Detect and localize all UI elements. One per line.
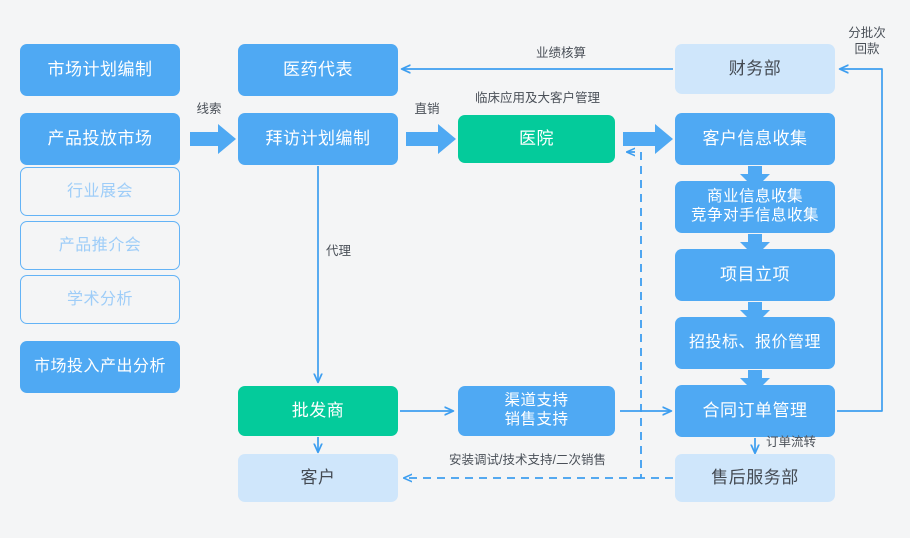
node-channel-support[interactable]: 渠道支持 销售支持 <box>458 386 615 436</box>
node-market-plan[interactable]: 市场计划编制 <box>20 44 180 96</box>
arrow-contract-to-finance-payment <box>837 69 883 412</box>
edge-label-clinical-application: 临床应用及大客户管理 <box>474 91 600 105</box>
node-visit-plan[interactable]: 拜访计划编制 <box>238 113 398 165</box>
edge-label-order-flow: 订单流转 <box>766 435 817 449</box>
node-customer[interactable]: 客户 <box>238 454 398 502</box>
arrow-hospital-to-custinfo <box>623 124 673 154</box>
node-product-promotion[interactable]: 产品推介会 <box>20 221 180 270</box>
node-project-setup[interactable]: 项目立项 <box>675 249 835 301</box>
edge-label-clue: 线索 <box>196 102 222 116</box>
node-business-info[interactable]: 商业信息收集 竞争对手信息收集 <box>675 181 835 233</box>
node-after-sales[interactable]: 售后服务部 <box>675 454 835 502</box>
edge-label-batch-payment: 分批次 回款 <box>848 26 886 57</box>
node-product-launch[interactable]: 产品投放市场 <box>20 113 180 165</box>
node-wholesaler[interactable]: 批发商 <box>238 386 398 436</box>
edge-label-agency: 代理 <box>326 244 352 258</box>
node-industry-expo[interactable]: 行业展会 <box>20 167 180 216</box>
arrow-product-to-visitplan <box>190 124 236 154</box>
edge-label-after-sales-service: 安装调试/技术支持/二次销售 <box>449 453 606 467</box>
node-finance-dept[interactable]: 财务部 <box>675 44 835 94</box>
node-medical-rep[interactable]: 医药代表 <box>238 44 398 96</box>
node-hospital[interactable]: 医院 <box>458 115 615 163</box>
node-academic-analysis[interactable]: 学术分析 <box>20 275 180 324</box>
arrow-visitplan-to-hospital <box>406 124 456 154</box>
edge-label-performance-accounting: 业绩核算 <box>535 46 586 60</box>
node-contract-order[interactable]: 合同订单管理 <box>675 385 835 437</box>
node-bidding-quote[interactable]: 招投标、报价管理 <box>675 317 835 369</box>
edge-label-direct-sales: 直销 <box>414 102 440 116</box>
node-market-roi[interactable]: 市场投入产出分析 <box>20 341 180 393</box>
node-customer-info[interactable]: 客户信息收集 <box>675 113 835 165</box>
